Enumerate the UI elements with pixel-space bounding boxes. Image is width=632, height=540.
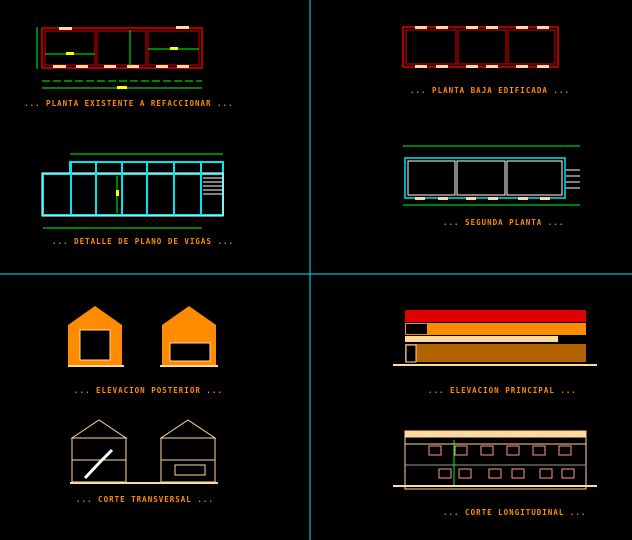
segunda-planta-drawing bbox=[403, 145, 580, 206]
detalle-vigas-drawing bbox=[41, 153, 224, 229]
label-detalle-vigas: ... DETALLE DE PLANO DE VIGAS ... bbox=[52, 237, 235, 246]
elevacion-principal-drawing bbox=[393, 310, 597, 366]
label-corte-longitudinal: ... CORTE LONGITUDINAL ... bbox=[443, 508, 587, 517]
planta-existente-drawing bbox=[36, 26, 203, 89]
label-elevacion-principal: ... ELEVACION PRINCIPAL ... bbox=[428, 386, 577, 395]
corte-transversal-drawing bbox=[70, 419, 218, 484]
label-corte-transversal: ... CORTE TRANSVERSAL ... bbox=[76, 495, 214, 504]
corte-longitudinal-drawing bbox=[393, 430, 597, 490]
planta-baja-drawing bbox=[402, 26, 559, 68]
label-segunda-planta: ... SEGUNDA PLANTA ... bbox=[443, 218, 565, 227]
label-elevacion-posterior: ... ELEVACION POSTERIOR ... bbox=[74, 386, 223, 395]
label-planta-baja: ... PLANTA BAJA EDIFICADA ... bbox=[410, 86, 570, 95]
elevacion-posterior-drawing bbox=[68, 306, 218, 367]
label-planta-existente: ... PLANTA EXISTENTE A REFACCIONAR ... bbox=[24, 99, 234, 108]
